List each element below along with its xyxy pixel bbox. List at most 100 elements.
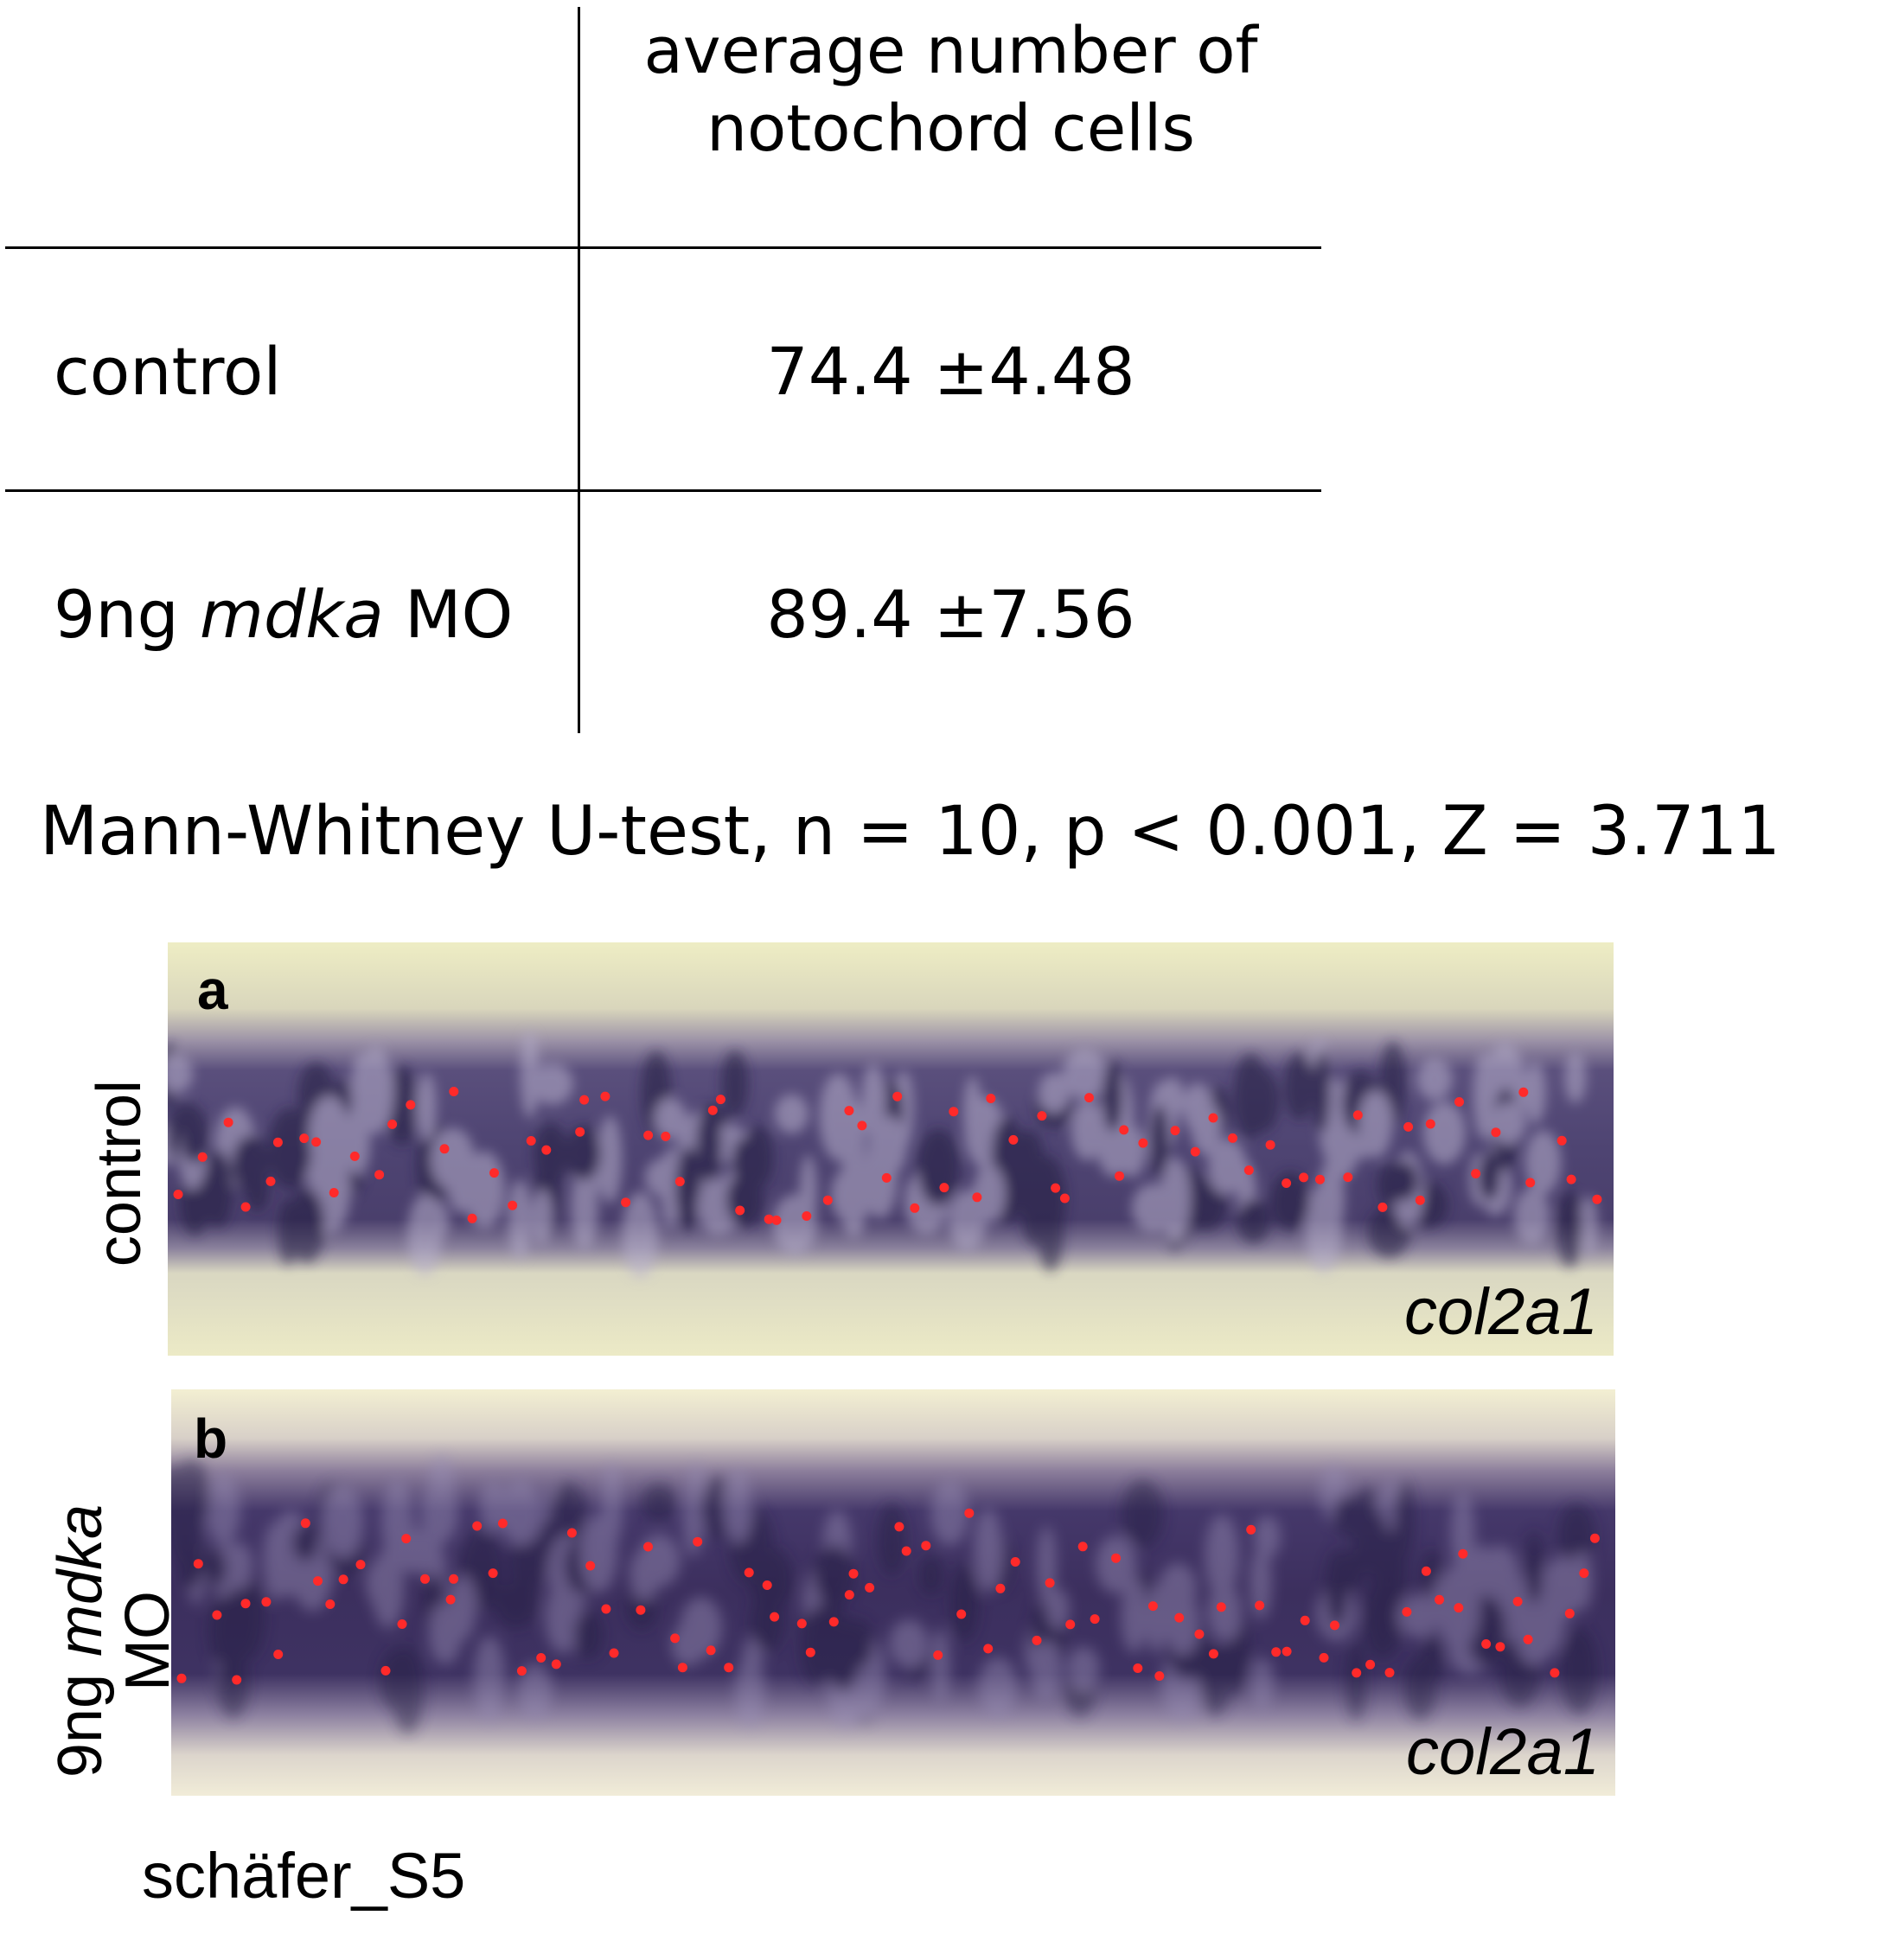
cell-texture (830, 1166, 873, 1224)
panel-b-side-label: 9ng mdka MO (46, 1504, 182, 1778)
notochord-cell-marker (1077, 1542, 1088, 1552)
notochord-cell-marker (1216, 1602, 1226, 1612)
notochord-cell-marker (355, 1560, 366, 1570)
cell-texture (168, 1054, 193, 1093)
cell-texture (508, 1529, 545, 1599)
table-column-divider (578, 7, 580, 733)
notochord-cell-marker (313, 1576, 323, 1587)
cell-texture (1560, 1627, 1598, 1715)
notochord-cell-marker (526, 1136, 536, 1146)
notochord-cell-marker (1425, 1119, 1435, 1129)
panel-label-b: b (194, 1408, 228, 1470)
notochord-cell-marker (406, 1100, 416, 1110)
notochord-cell-marker (1512, 1596, 1523, 1606)
notochord-cell-marker (844, 1590, 854, 1600)
notochord-cell-marker (325, 1599, 336, 1609)
notochord-cell-marker (1300, 1615, 1310, 1625)
notochord-cell-marker (397, 1619, 407, 1629)
cell-texture (877, 1503, 907, 1576)
notochord-cell-marker (449, 1574, 459, 1584)
table-header-line1: average number of (643, 14, 1258, 88)
cell-texture (494, 1581, 539, 1629)
cell-texture (171, 1484, 202, 1568)
notochord-cell-marker (1154, 1671, 1165, 1681)
notochord-cell-marker (964, 1508, 975, 1518)
notochord-cell-marker (566, 1528, 577, 1538)
notochord-cell-marker (1564, 1608, 1575, 1618)
notochord-cell-marker (1454, 1603, 1464, 1613)
notochord-cell-marker (762, 1580, 772, 1590)
notochord-cell-marker (1243, 1165, 1254, 1175)
notochord-cell-marker (374, 1170, 385, 1180)
notochord-cell-marker (272, 1137, 283, 1147)
notochord-cell-marker (299, 1133, 310, 1144)
notochord-cell-marker (551, 1659, 561, 1670)
notochord-cell-marker (265, 1176, 276, 1186)
notochord-cell-marker (1481, 1639, 1492, 1649)
notochord-cell-marker (1592, 1194, 1602, 1204)
cell-texture (245, 1164, 270, 1212)
cell-texture (289, 1187, 325, 1263)
cell-texture (1160, 1157, 1190, 1241)
notochord-cell-marker (1415, 1195, 1425, 1205)
cell-texture (534, 1122, 568, 1185)
notochord-cell-marker (956, 1609, 967, 1619)
cell-texture (889, 1619, 929, 1668)
cell-texture (978, 1657, 1018, 1717)
cell-texture (1233, 1053, 1269, 1139)
statistics-caption: Mann-Whitney U-test, n = 10, p < 0.001, … (40, 793, 1780, 871)
notochord-cell-marker (585, 1561, 596, 1571)
notochord-cell-marker (986, 1094, 996, 1103)
notochord-cell-marker (1384, 1668, 1395, 1678)
notochord-cell-marker (796, 1618, 807, 1629)
notochord-cell-marker (240, 1202, 251, 1212)
cell-texture (448, 1160, 474, 1214)
cell-texture (1020, 1177, 1048, 1246)
notochord-cell-marker (1090, 1614, 1100, 1625)
cell-texture (447, 1576, 476, 1641)
cell-texture (1516, 1604, 1556, 1665)
notochord-cell-marker (901, 1546, 911, 1556)
notochord-cell-marker (724, 1663, 734, 1673)
cell-texture (1450, 1491, 1475, 1579)
notochord-cell-marker (921, 1541, 931, 1551)
cell-texture (1564, 1052, 1587, 1104)
cell-texture (1422, 1631, 1444, 1685)
cell-texture (680, 1597, 722, 1658)
cell-texture (1416, 1057, 1453, 1101)
notochord-cell-marker (933, 1650, 943, 1660)
notochord-cell-marker (1282, 1646, 1292, 1657)
notochord-cell-marker (401, 1534, 412, 1544)
cell-texture (508, 1179, 533, 1260)
cell-texture (1122, 1479, 1164, 1548)
cell-texture (1270, 1172, 1310, 1231)
cell-texture (674, 1146, 702, 1230)
notochord-cell-marker (972, 1192, 982, 1203)
notochord-cell-marker (1589, 1533, 1600, 1543)
notochord-cell-marker (609, 1648, 619, 1658)
cell-texture (963, 1076, 982, 1152)
cell-texture (1284, 1052, 1315, 1120)
cell-texture (1332, 1494, 1369, 1538)
cell-texture (1369, 1510, 1390, 1597)
cell-texture (204, 1547, 227, 1587)
notochord-cell-marker (1495, 1642, 1505, 1652)
notochord-cell-marker (223, 1117, 233, 1127)
notochord-cell-marker (541, 1145, 552, 1155)
cell-texture (1172, 1595, 1199, 1636)
cell-texture (1473, 1052, 1495, 1140)
row-value-control: 74.4 ±4.48 (766, 333, 1135, 410)
notochord-cell-marker (173, 1190, 183, 1199)
notochord-cell-marker (1194, 1629, 1205, 1639)
cell-texture (310, 1096, 349, 1173)
cell-texture (695, 1103, 723, 1185)
table-row-divider (5, 246, 1321, 249)
cell-texture (1071, 1100, 1104, 1161)
cell-texture (1101, 1060, 1124, 1133)
notochord-cell-marker (764, 1214, 774, 1224)
cell-texture (725, 1469, 751, 1542)
micrograph-mdka-mo: b col2a1 (171, 1389, 1615, 1796)
cell-texture (950, 1562, 979, 1643)
notochord-cell-marker (508, 1200, 518, 1210)
cell-texture (1030, 1641, 1063, 1701)
